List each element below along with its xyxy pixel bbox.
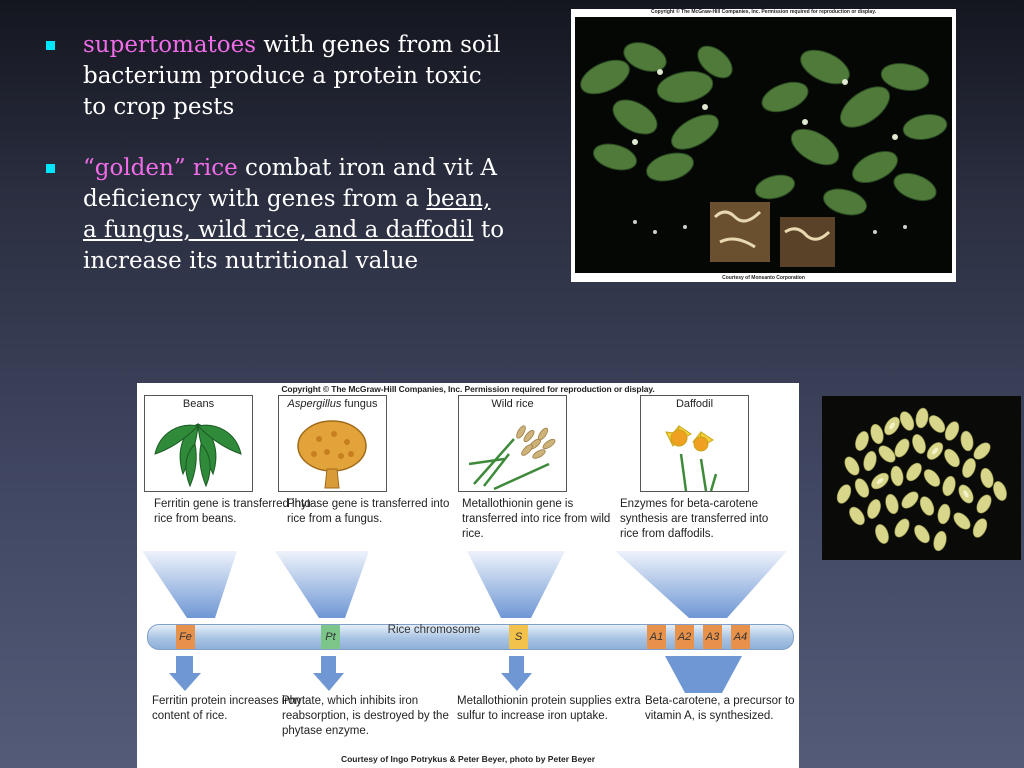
down-arrow-pt xyxy=(313,656,344,691)
gene-s: S xyxy=(509,625,528,649)
down-arrow-a xyxy=(665,656,742,693)
tomato-plants-photo: Copyright © The McGraw-Hill Companies, I… xyxy=(571,9,956,282)
down-arrow-fe xyxy=(169,656,201,691)
rice-grains-illustration xyxy=(822,396,1021,560)
arrow-fungus xyxy=(275,551,369,618)
wild-rice-icon xyxy=(468,425,556,491)
beans-source-box: Beans xyxy=(144,395,253,492)
beans-icon xyxy=(154,423,242,488)
gene-fe: Fe xyxy=(176,625,195,649)
source-label: Beans xyxy=(182,398,215,410)
bullet-text: combat iron and vit A deficiency with ge… xyxy=(83,155,497,212)
transfer-arrows xyxy=(142,551,787,693)
plants-image xyxy=(575,17,952,273)
bullet-list: supertomatoes with genes from soil bacte… xyxy=(46,30,506,307)
wild-rice-source-box: Wild rice xyxy=(458,395,567,492)
bullet-text: to increase its nutritional value xyxy=(83,217,505,274)
bullet-accent-term: supertomatoes xyxy=(83,32,257,58)
beans-description: Ferritin gene is transferred into rice f… xyxy=(154,498,311,525)
source-label: Aspergillus fungus xyxy=(287,398,378,410)
wild-rice-result: Metallothionin protein supplies extra su… xyxy=(457,695,641,722)
bullet-square-icon xyxy=(46,41,55,50)
golden-rice-grains-photo xyxy=(822,396,1021,560)
beans-result: Ferritin protein increases iron content … xyxy=(152,695,301,722)
daffodil-icon xyxy=(665,425,718,491)
daffodil-result: Beta-carotene, a precursor to vitamin A,… xyxy=(645,695,795,722)
bullet-square-icon xyxy=(46,164,55,173)
daffodil-source-box: Daffodil xyxy=(640,395,749,492)
chromosome-label: Rice chromosome xyxy=(387,624,481,636)
bullet-supertomatoes: supertomatoes with genes from soil bacte… xyxy=(46,30,506,123)
gene-a2: A2 xyxy=(675,625,694,649)
arrow-wild-rice xyxy=(467,551,565,618)
photo-copyright: Copyright © The McGraw-Hill Companies, I… xyxy=(650,9,876,15)
source-label: Daffodil xyxy=(675,398,714,410)
photo-courtesy: Courtesy of Monsanto Corporation xyxy=(722,275,805,281)
fungus-source-box: Aspergillus fungus xyxy=(278,395,387,492)
wild-rice-description: Metallothionin gene is transferred into … xyxy=(462,498,611,540)
fungus-description: Phytase gene is transferred into rice fr… xyxy=(287,498,450,525)
bullet-text: with genes from soil bacterium produce a… xyxy=(83,32,501,120)
plants-illustration xyxy=(575,17,952,273)
arrow-beans xyxy=(142,551,237,618)
gene-a4: A4 xyxy=(731,625,750,649)
figure-courtesy: Courtesy of Ingo Potrykus & Peter Beyer,… xyxy=(340,754,596,764)
source-label: Wild rice xyxy=(491,398,534,410)
gene-pt: Pt xyxy=(321,625,340,649)
bullet-underlined-text: bean, a fungus, wild rice, and a daffodi… xyxy=(83,186,491,243)
bullet-accent-term: “golden” rice xyxy=(83,155,238,181)
fungus-result: Phytate, which inhibits iron reabsorptio… xyxy=(282,695,449,737)
fungus-icon xyxy=(297,420,367,489)
bullet-golden-rice: “golden” rice combat iron and vit A defi… xyxy=(46,153,506,277)
gene-a1: A1 xyxy=(647,625,666,649)
gene-a3: A3 xyxy=(703,625,722,649)
down-arrow-s xyxy=(501,656,532,691)
figure-copyright: Copyright © The McGraw-Hill Companies, I… xyxy=(281,384,655,394)
golden-rice-figure: Copyright © The McGraw-Hill Companies, I… xyxy=(137,383,799,768)
arrow-daffodil xyxy=(615,551,787,618)
daffodil-description: Enzymes for beta-carotene synthesis are … xyxy=(620,498,769,540)
